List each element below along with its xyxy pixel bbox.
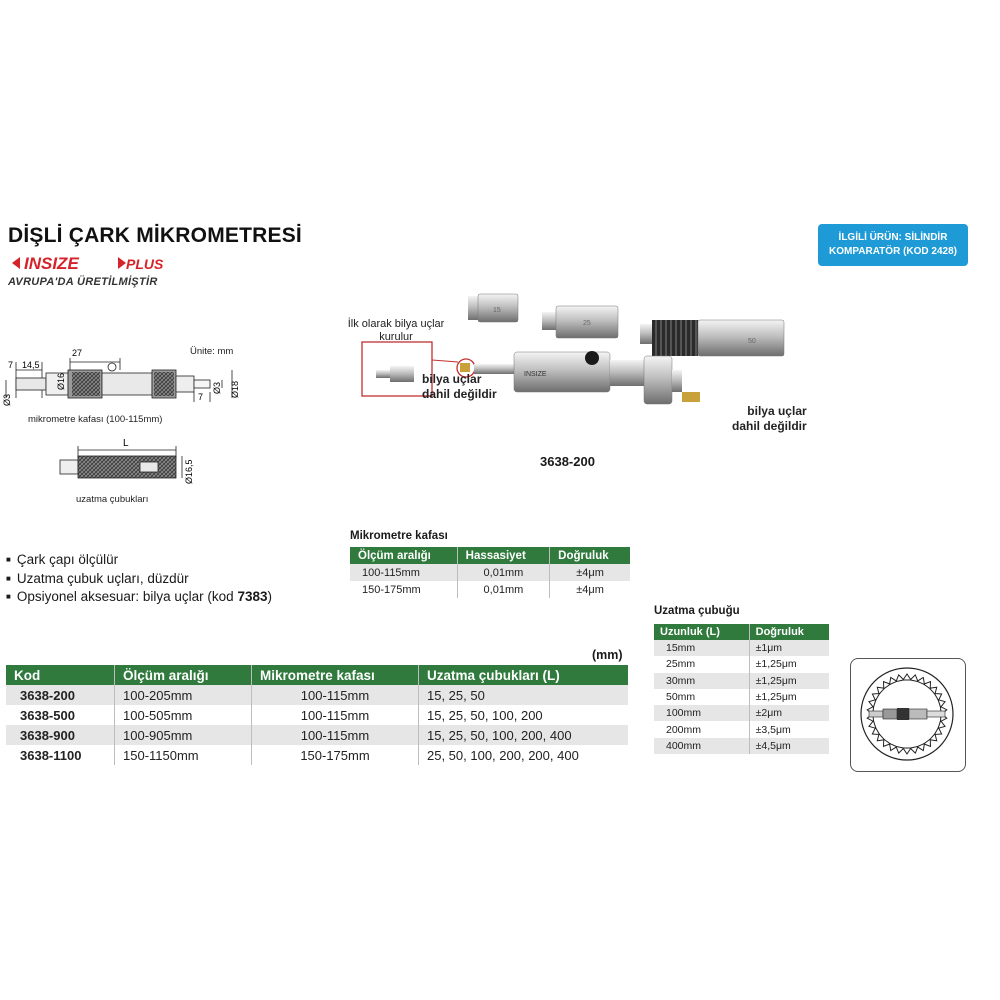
table-row: 150-175mm 0,01mm ±4μm — [350, 581, 630, 598]
dim-27: 27 — [72, 348, 82, 358]
rod-label-50: 50 — [748, 338, 756, 345]
made-in-label: AVRUPA'DA ÜRETİLMİŞTİR — [8, 276, 158, 288]
col-header: Doğruluk — [749, 624, 829, 640]
dim-L: L — [123, 438, 129, 449]
col-header: Doğruluk — [549, 547, 630, 564]
ball-tip-left-line2: dahil değildir — [422, 387, 497, 401]
ball-tip-right-line2: dahil değildir — [732, 419, 807, 433]
feature-item: Uzatma çubuk uçları, düzdür — [6, 571, 272, 590]
gear-icon — [860, 667, 954, 761]
table-row: 400mm±4,5μm — [654, 737, 829, 755]
extension-rod-drawing: L Ø16,5 — [59, 438, 194, 484]
feature-item: Opsiyonel aksesuar: bilya uçlar (kod 738… — [6, 589, 272, 608]
table-row: 100mm±2μm — [654, 705, 829, 722]
feature-item: Çark çapı ölçülür — [6, 552, 272, 571]
dim-7: 7 — [8, 360, 13, 370]
col-header: Ölçüm aralığı — [114, 665, 252, 685]
dim-d3-right: Ø3 — [212, 382, 222, 394]
first-install-callout: İlk olarak bilya uçlar kurulur — [347, 318, 445, 343]
page-title: DİŞLİ ÇARK MİKROMETRESİ — [8, 224, 302, 247]
rod-label-25: 25 — [583, 320, 591, 327]
product-photo: INSIZE 15 25 50 — [361, 293, 785, 405]
related-product-badge[interactable]: İLGİLİ ÜRÜN: SİLİNDİR KOMPARATÖR (KOD 24… — [818, 224, 968, 266]
extension-rod-caption: Uzatma çubuğu — [654, 605, 740, 617]
table-row: 15mm±1μm — [654, 640, 829, 657]
micrometer-head-drawing: 7 14,5 27 Ø16 Ø3 Ø3 Ø18 7 — [2, 348, 240, 406]
ball-tip-note-left: bilya uçlar dahil değildir — [422, 372, 497, 402]
dim-d16-5: Ø16,5 — [184, 459, 194, 484]
micrometer-head-caption: Mikrometre kafası — [350, 530, 448, 542]
dim-d16: Ø16 — [56, 373, 66, 390]
col-header: Kod — [6, 665, 115, 685]
head-caption: mikrometre kafası (100-115mm) — [28, 414, 163, 425]
brand-text: INSIZE — [24, 254, 79, 273]
unit-label: Ünite: mm — [190, 346, 234, 357]
extension-rod-table: Uzunluk (L) Doğruluk 15mm±1μm 25mm±1,25μ… — [654, 624, 829, 755]
dim-7-right: 7 — [198, 392, 203, 402]
photo-brand-mark: INSIZE — [524, 371, 547, 378]
product-table: Kod Ölçüm aralığı Mikrometre kafası Uzat… — [6, 665, 628, 765]
gear-illustration-frame — [850, 658, 966, 772]
col-header: Uzunluk (L) — [654, 624, 750, 640]
col-header: Uzatma çubukları (L) — [418, 665, 628, 685]
table-row: 200mm±3,5μm — [654, 721, 829, 738]
table-row: 30mm±1,25μm — [654, 672, 829, 689]
related-line-2: KOMPARATÖR (KOD 2428) — [829, 246, 957, 257]
table-row: 25mm±1,25μm — [654, 656, 829, 673]
rod-caption: uzatma çubukları — [76, 494, 149, 505]
ball-tip-left-line1: bilya uçlar — [422, 372, 482, 386]
brand-plus-text: PLUS — [126, 256, 164, 272]
table-row: 50mm±1,25μm — [654, 688, 829, 706]
rod-label-15: 15 — [493, 307, 501, 314]
related-line-1: İLGİLİ ÜRÜN: SİLİNDİR — [838, 232, 948, 243]
feature-list: Çark çapı ölçülür Uzatma çubuk uçları, d… — [6, 552, 272, 608]
ball-tip-note-right: bilya uçlar dahil değildir — [732, 404, 807, 434]
table-row: 100-115mm 0,01mm ±4μm — [350, 564, 630, 581]
ball-tip-right-line1: bilya uçlar — [747, 404, 807, 418]
dim-14-5: 14,5 — [22, 360, 40, 370]
micrometer-head-table: Ölçüm aralığı Hassasiyet Doğruluk 100-11… — [350, 547, 630, 598]
unit-mm-label: (mm) — [592, 648, 623, 662]
insize-plus-logo: INSIZE PLUS — [10, 254, 164, 273]
model-label: 3638-200 — [540, 454, 595, 469]
col-header: Hassasiyet — [457, 547, 551, 564]
col-header: Mikrometre kafası — [251, 665, 419, 685]
dim-d3-left: Ø3 — [2, 394, 12, 406]
dim-d18: Ø18 — [230, 381, 240, 398]
col-header: Ölçüm aralığı — [350, 547, 458, 564]
